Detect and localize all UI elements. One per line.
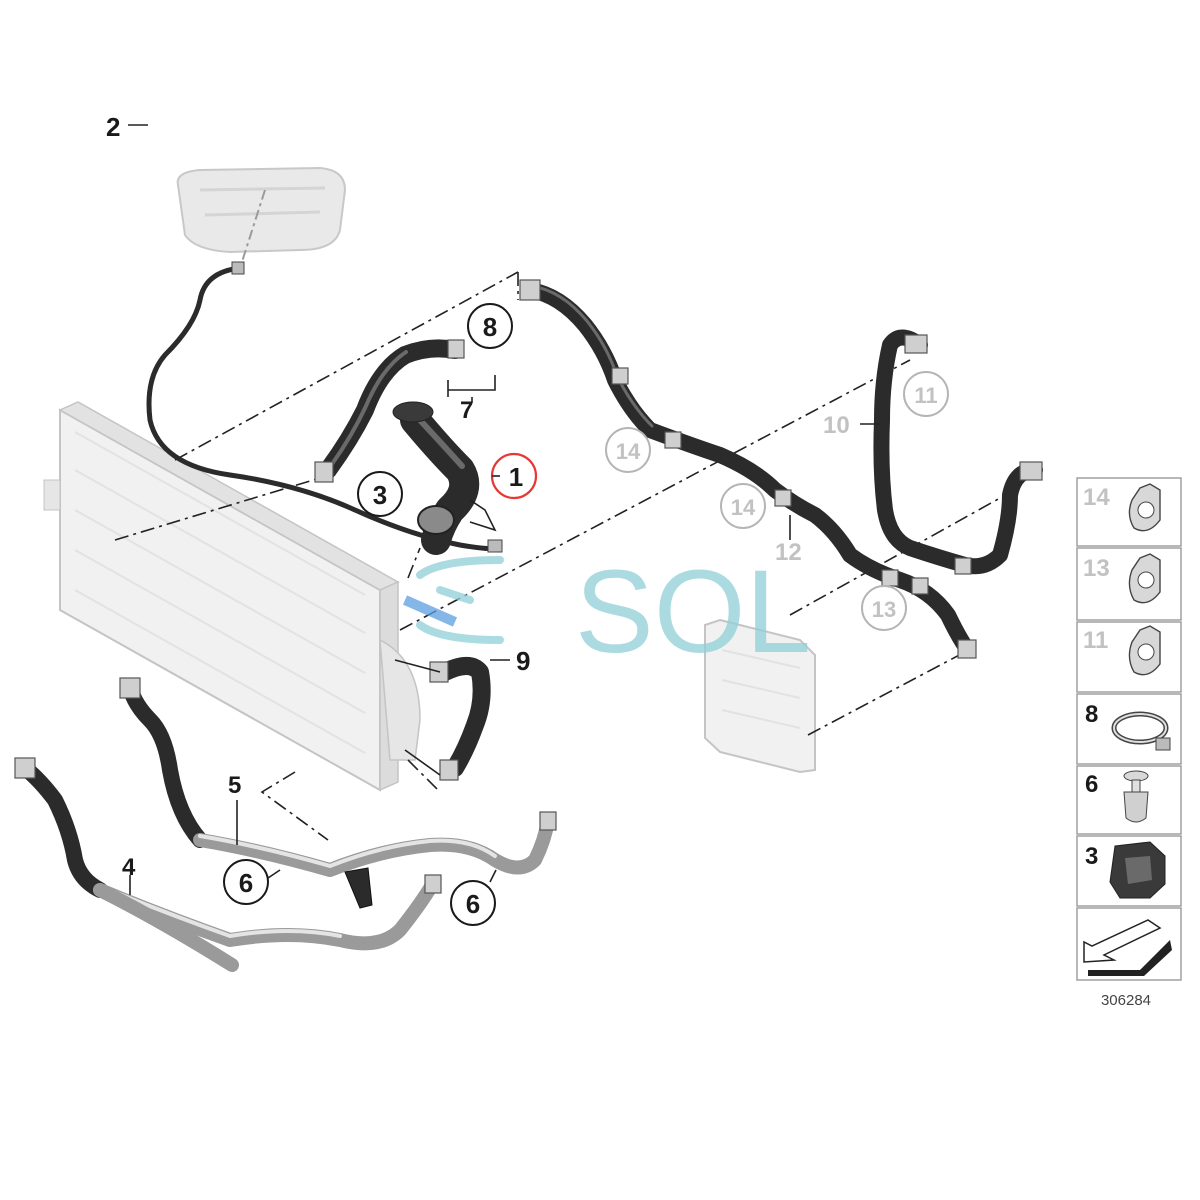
callout-13: 13 xyxy=(861,585,907,631)
legend-item-11: 11 xyxy=(1076,621,1182,693)
diagram-number: 306284 xyxy=(1101,992,1151,1009)
coolant-hose-12 xyxy=(519,279,977,659)
auxiliary-cooler xyxy=(704,618,816,774)
callout-2: 2 xyxy=(106,112,120,142)
hose-clamp-icon xyxy=(1128,625,1161,676)
coolant-pipe-4 xyxy=(14,757,442,972)
callout-1-highlighted: 1 xyxy=(490,452,538,500)
callout-6-left: 6 xyxy=(223,859,269,905)
legend-item-14: 14 xyxy=(1076,477,1182,547)
legend-item-13: 13 xyxy=(1076,547,1182,621)
svg-text:3: 3 xyxy=(1085,843,1098,870)
radiator-hose-1 xyxy=(392,401,497,555)
svg-text:11: 11 xyxy=(914,383,937,408)
coolant-hose-9 xyxy=(394,657,491,781)
svg-text:14: 14 xyxy=(616,439,641,464)
svg-text:9: 9 xyxy=(516,646,530,676)
legend-item-8: 8 xyxy=(1076,693,1182,765)
coolant-hose-10 xyxy=(860,329,1043,575)
direction-arrow-icon xyxy=(1083,919,1172,976)
band-clamp-icon xyxy=(1111,711,1171,751)
svg-text:6: 6 xyxy=(466,889,480,919)
svg-text:12: 12 xyxy=(775,539,802,566)
callout-3: 3 xyxy=(357,471,403,517)
expansion-tank xyxy=(176,166,347,269)
sol-watermark: SOL xyxy=(402,546,811,678)
svg-text:8: 8 xyxy=(483,312,497,342)
callout-12: 12 xyxy=(775,539,802,566)
push-rivet-icon xyxy=(1123,770,1149,823)
svg-text:13: 13 xyxy=(872,597,896,622)
callout-9: 9 xyxy=(516,646,530,676)
svg-text:2: 2 xyxy=(106,112,120,142)
svg-text:6: 6 xyxy=(1085,771,1098,798)
svg-text:10: 10 xyxy=(823,412,850,439)
callout-14-lower: 14 xyxy=(720,483,766,529)
callout-14-upper: 14 xyxy=(605,427,651,473)
reference-lines xyxy=(114,271,1019,841)
hose-clamp-icon xyxy=(1128,553,1161,604)
holder-clip-icon xyxy=(1109,841,1166,899)
svg-text:3: 3 xyxy=(373,480,387,510)
svg-text:14: 14 xyxy=(731,495,756,520)
svg-text:14: 14 xyxy=(1083,484,1110,511)
legend-item-3: 3 xyxy=(1076,835,1182,907)
svg-text:7: 7 xyxy=(460,397,473,424)
callout-10: 10 xyxy=(823,412,850,439)
svg-text:5: 5 xyxy=(228,772,241,799)
callout-6-right: 6 xyxy=(450,880,496,926)
hose-clamp-icon xyxy=(1128,483,1161,532)
svg-text:13: 13 xyxy=(1083,555,1110,582)
callout-7: 7 xyxy=(460,397,473,424)
svg-text:1: 1 xyxy=(509,462,523,492)
legend-item-6: 6 xyxy=(1076,765,1182,835)
svg-text:8: 8 xyxy=(1085,701,1098,728)
coolant-hose-8 xyxy=(314,339,465,483)
callout-5: 5 xyxy=(228,772,241,799)
radiator xyxy=(43,401,421,792)
legend-item-direction xyxy=(1076,907,1182,981)
svg-text:SOL: SOL xyxy=(575,546,811,678)
legend-sidebar: 14 13 11 8 xyxy=(1076,477,1182,1009)
callout-4: 4 xyxy=(122,854,136,881)
callout-11: 11 xyxy=(903,371,949,417)
svg-text:6: 6 xyxy=(239,868,253,898)
svg-text:4: 4 xyxy=(122,854,136,881)
svg-text:11: 11 xyxy=(1083,627,1108,654)
coolant-pipe-5 xyxy=(119,677,557,909)
callout-8: 8 xyxy=(467,303,513,349)
